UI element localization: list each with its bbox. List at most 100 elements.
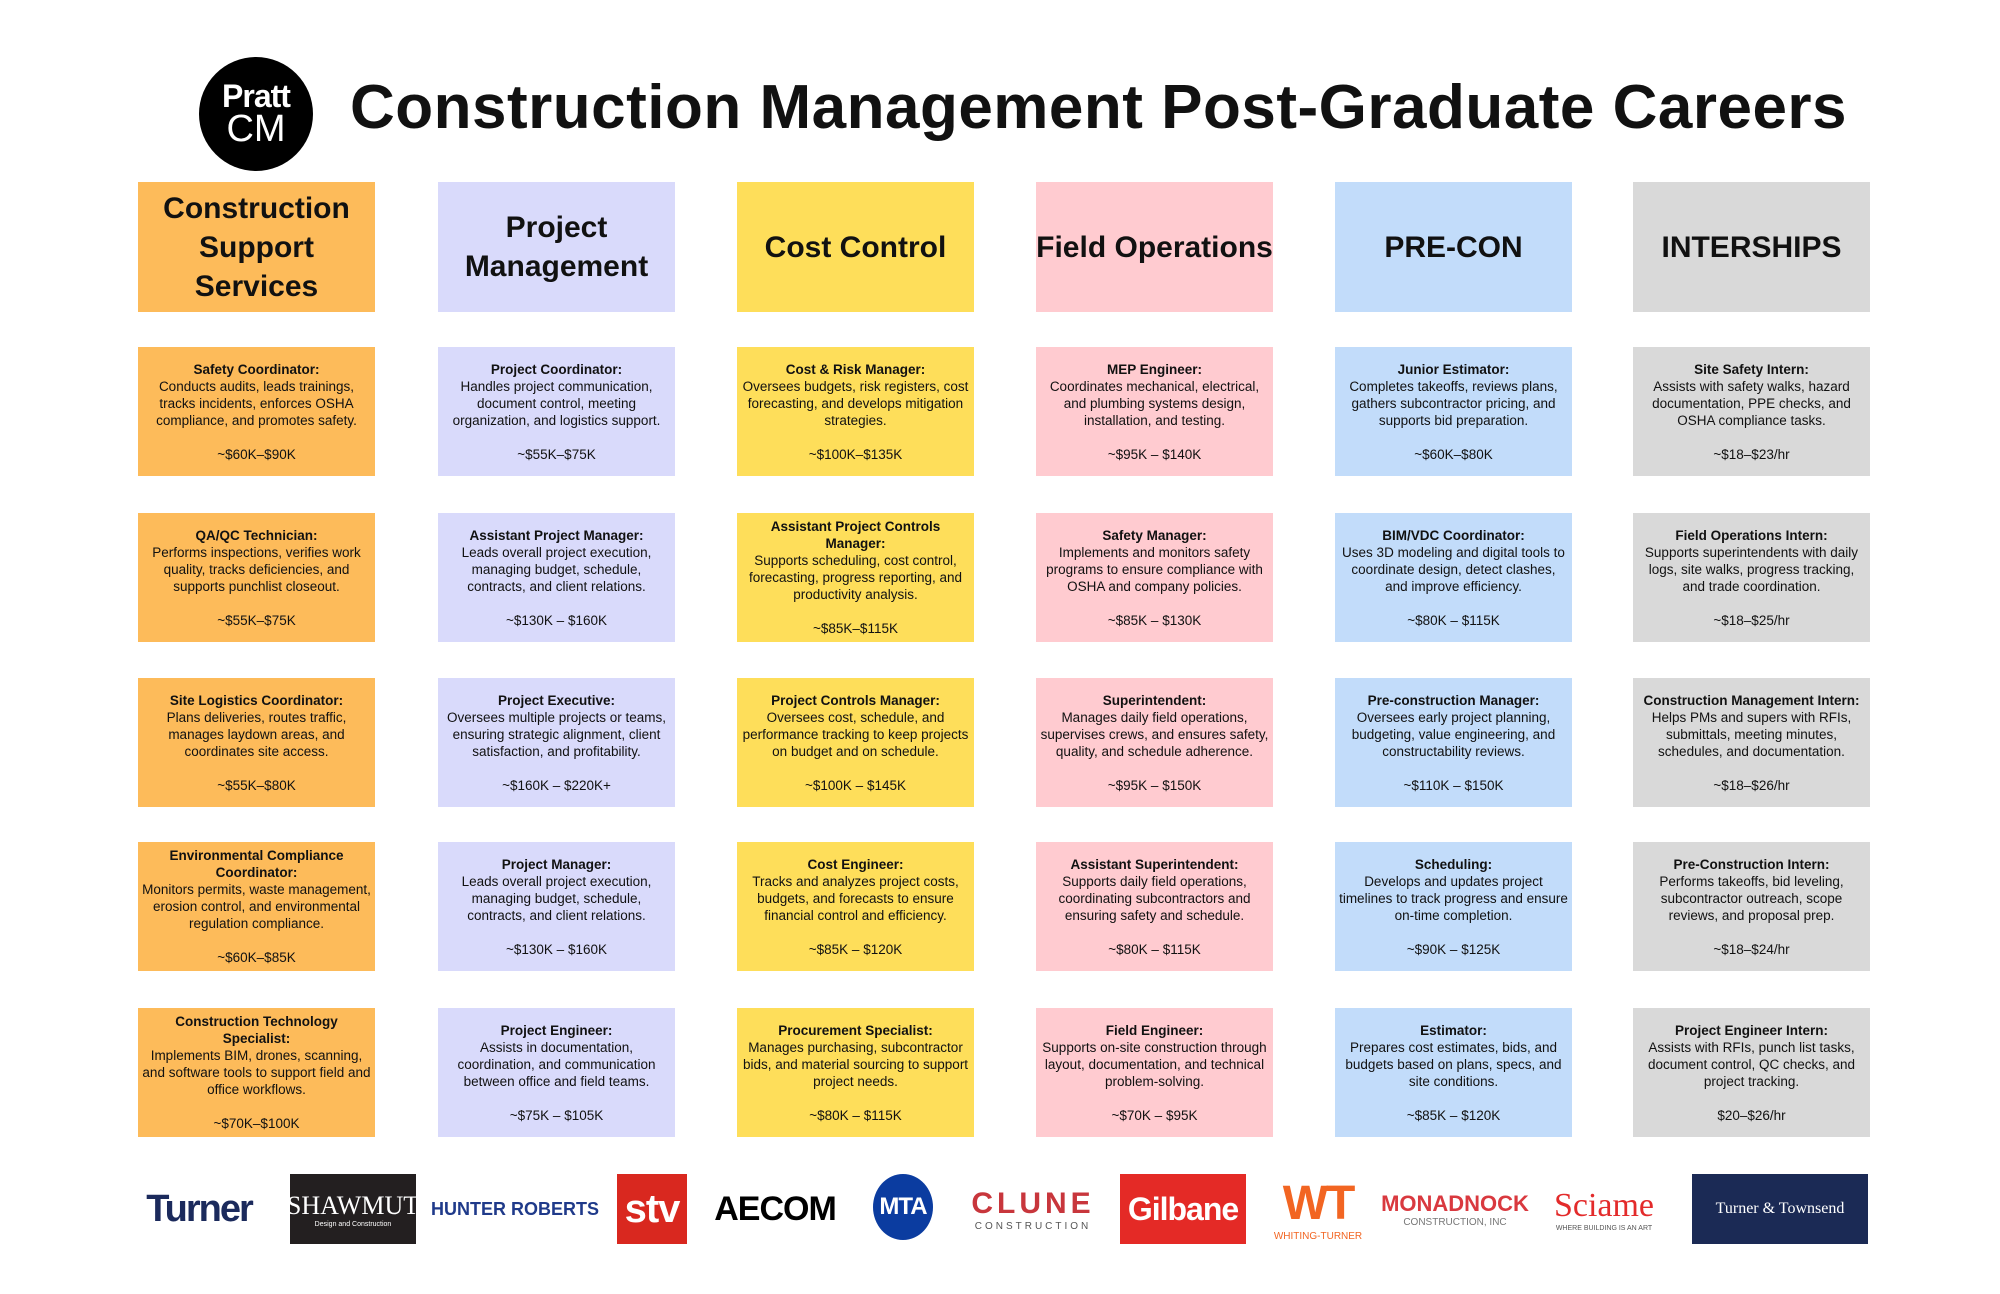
salary-range: ~$60K–$80K <box>1414 446 1493 462</box>
career-description: Oversees budgets, risk registers, cost f… <box>742 378 969 428</box>
column-header: PRE-CON <box>1335 182 1572 312</box>
career-card: Assistant Project Manager:Leads overall … <box>438 513 675 642</box>
salary-range: ~$55K–$75K <box>217 612 296 628</box>
career-description: Oversees early project planning, budgeti… <box>1351 709 1556 759</box>
column-header: Construction Support Services <box>138 182 375 312</box>
logo-subtitle: CONSTRUCTION, INC <box>1403 1216 1507 1228</box>
employer-logo: Turner & Townsend <box>1692 1174 1868 1244</box>
salary-range: ~$110K – $150K <box>1403 777 1504 793</box>
career-description: Monitors permits, waste management, eros… <box>142 882 371 931</box>
career-description: Supports superintendents with daily logs… <box>1644 544 1859 594</box>
salary-range: ~$90K – $125K <box>1406 941 1501 957</box>
career-card: Field Engineer:Supports on-site construc… <box>1036 1008 1273 1137</box>
career-description: Completes takeoffs, reviews plans, gathe… <box>1349 378 1558 428</box>
career-description: Assists in documentation, coordination, … <box>457 1039 656 1089</box>
logo-name: MTA <box>879 1193 927 1220</box>
career-title: Construction Technology Specialist: <box>175 1014 338 1046</box>
career-title: Safety Manager: <box>1102 527 1207 543</box>
career-card: Assistant Project Controls Manager:Suppo… <box>737 513 974 642</box>
career-card: Construction Management Intern:Helps PMs… <box>1633 678 1870 807</box>
salary-range: ~$60K–$90K <box>217 446 296 462</box>
logo-text: Pratt <box>222 78 291 114</box>
logo-subtitle: CONSTRUCTION <box>974 1220 1092 1232</box>
career-title: Field Operations Intern: <box>1675 527 1828 543</box>
career-card: Assistant Superintendent:Supports daily … <box>1036 842 1273 971</box>
salary-range: ~$130K – $160K <box>506 612 607 628</box>
employer-logo: Gilbane <box>1120 1174 1246 1244</box>
salary-range: ~$18–$24/hr <box>1713 941 1790 957</box>
career-card: Field Operations Intern:Supports superin… <box>1633 513 1870 642</box>
logo-name: AECOM <box>714 1189 837 1228</box>
career-description: Oversees cost, schedule, and performance… <box>742 709 969 759</box>
column-header: Project Management <box>438 182 675 312</box>
career-card: Cost & Risk Manager:Oversees budgets, ri… <box>737 347 974 476</box>
salary-range: ~$85K – $120K <box>1406 1107 1501 1123</box>
career-description: Implements BIM, drones, scanning, and so… <box>142 1048 371 1097</box>
career-title: Safety Coordinator: <box>193 361 320 377</box>
career-title: Project Executive: <box>497 692 616 708</box>
salary-range: ~$95K – $150K <box>1107 777 1202 793</box>
career-title: Environmental Compliance Coordinator: <box>169 848 344 880</box>
salary-range: ~$100K–$135K <box>808 446 903 462</box>
career-title: Project Manager: <box>501 856 612 872</box>
career-title: Project Controls Manager: <box>771 692 940 708</box>
career-card: Project Engineer Intern:Assists with RFI… <box>1633 1008 1870 1137</box>
page-title: Construction Management Post-Graduate Ca… <box>350 73 1848 142</box>
career-title: QA/QC Technician: <box>195 527 318 543</box>
career-card: QA/QC Technician:Performs inspections, v… <box>138 513 375 642</box>
career-card: Superintendent:Manages daily field opera… <box>1036 678 1273 807</box>
career-card: Environmental Compliance Coordinator:Mon… <box>138 842 375 971</box>
logo-name: stv <box>624 1186 681 1231</box>
career-title: Field Engineer: <box>1105 1022 1204 1038</box>
career-description: Tracks and analyzes project costs, budge… <box>752 873 959 923</box>
career-title: Scheduling: <box>1414 856 1493 872</box>
salary-range: ~$55K–$75K <box>517 446 596 462</box>
career-card: Project Executive:Oversees multiple proj… <box>438 678 675 807</box>
career-title: Project Engineer Intern: <box>1674 1022 1829 1038</box>
salary-range: ~$55K–$80K <box>217 777 296 793</box>
salary-range: ~$85K – $130K <box>1107 612 1202 628</box>
career-description: Supports on-site construction through la… <box>1042 1039 1267 1089</box>
career-card: Junior Estimator:Completes takeoffs, rev… <box>1335 347 1572 476</box>
career-card: Construction Technology Specialist:Imple… <box>138 1008 375 1137</box>
salary-range: ~$18–$26/hr <box>1713 777 1790 793</box>
logo-name: MONADNOCK <box>1381 1190 1529 1216</box>
career-description: Supports scheduling, cost control, forec… <box>748 553 963 602</box>
career-card: Scheduling:Develops and updates project … <box>1335 842 1572 971</box>
career-title: Project Engineer: <box>500 1022 613 1038</box>
salary-range: ~$18–$25/hr <box>1713 612 1790 628</box>
career-title: Estimator: <box>1420 1022 1487 1038</box>
career-description: Uses 3D modeling and digital tools to co… <box>1342 544 1565 594</box>
salary-range: ~$85K–$115K <box>813 621 898 636</box>
career-description: Assists with safety walks, hazard docume… <box>1652 378 1851 428</box>
career-title: Site Safety Intern: <box>1694 361 1809 377</box>
career-title: Procurement Specialist: <box>778 1022 933 1038</box>
career-title: Assistant Project Controls Manager: <box>770 519 941 551</box>
career-card: Pre-Construction Intern:Performs takeoff… <box>1633 842 1870 971</box>
career-title: Assistant Superintendent: <box>1070 856 1239 872</box>
career-title: Pre-construction Manager: <box>1367 692 1540 708</box>
career-description: Manages daily field operations, supervis… <box>1040 709 1269 759</box>
employer-logo: MTA <box>873 1174 933 1240</box>
logo-name: HUNTER ROBERTS <box>431 1198 600 1219</box>
salary-range: ~$80K – $115K <box>809 1107 902 1123</box>
career-title: Cost Engineer: <box>807 856 904 872</box>
salary-range: $20–$26/hr <box>1717 1107 1786 1123</box>
column-header: Field Operations <box>1036 182 1273 312</box>
career-title: Junior Estimator: <box>1397 361 1510 377</box>
logo-name: Sciame <box>1553 1186 1655 1224</box>
career-description: Supports daily field operations, coordin… <box>1058 873 1251 923</box>
salary-range: ~$100K – $145K <box>805 777 906 793</box>
logo-name: SHAWMUT <box>286 1190 420 1220</box>
logo-name: Turner & Townsend <box>1715 1200 1845 1217</box>
career-description: Plans deliveries, routes traffic, manage… <box>166 709 347 759</box>
career-card: Procurement Specialist:Manages purchasin… <box>737 1008 974 1137</box>
employer-logo: AECOM <box>714 1174 837 1244</box>
career-card: MEP Engineer:Coordinates mechanical, ele… <box>1036 347 1273 476</box>
career-description: Coordinates mechanical, electrical, and … <box>1049 378 1260 428</box>
salary-range: ~$18–$23/hr <box>1713 446 1790 462</box>
